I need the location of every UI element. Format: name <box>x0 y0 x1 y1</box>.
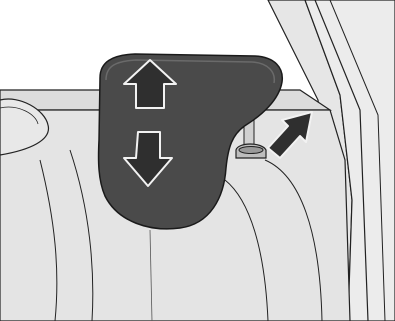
release-button-top <box>239 147 263 154</box>
